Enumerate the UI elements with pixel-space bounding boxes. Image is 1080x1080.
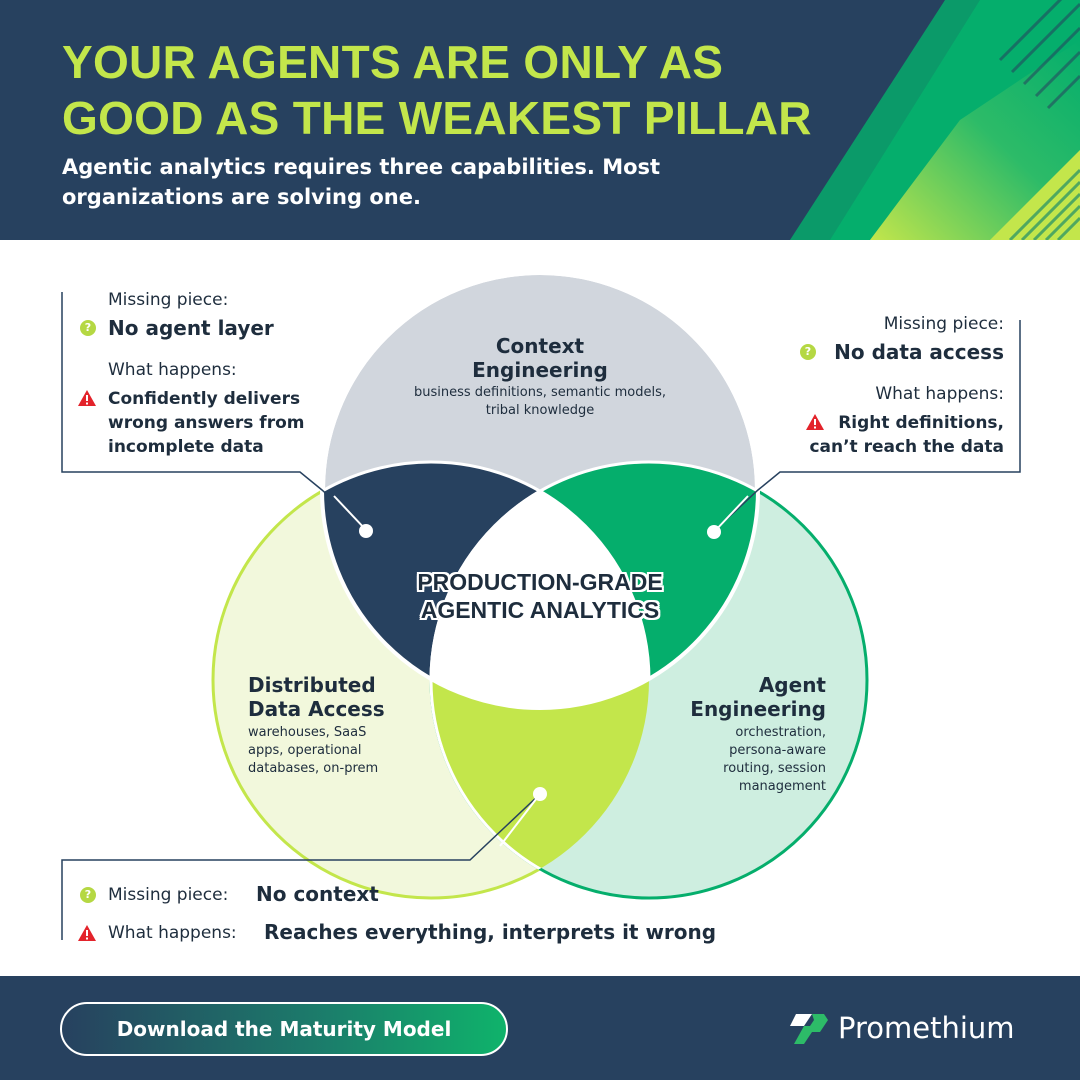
pointer-dot-context-data [359,524,373,538]
tl-happens-line-3: incomplete data [108,437,264,457]
bottom-divider [429,462,649,898]
tr-missing-label: Missing piece: [883,314,1004,334]
warning-triangle-icon [78,390,96,406]
context-title-line-2: Engineering [472,358,608,382]
brand-name: Promethium [838,1011,1015,1045]
pointer-dot-context-agent [707,525,721,539]
title-line-1: YOUR AGENTS ARE ONLY AS [62,36,724,88]
context-desc-line-1: business definitions, semantic models, [413,385,667,400]
page-title: YOUR AGENTS ARE ONLY AS GOOD AS THE WEAK… [62,34,812,146]
agent-engineering-desc: orchestration, persona-aware routing, se… [646,724,826,796]
tl-missing-label: Missing piece: [108,290,229,310]
callout-frame-top-left [61,292,368,532]
tr-happens-line-1: Right definitions, [838,413,1004,433]
overlap-center [431,462,649,708]
bottom-missing-label: Missing piece: [108,885,229,905]
context-title-line-1: Context [495,334,585,358]
download-maturity-model-button[interactable]: Download the Maturity Model [60,1002,508,1056]
tl-happens-line-1: Confidently delivers [108,389,301,409]
bottom-missing-value: No context [256,882,379,906]
data-desc-line-3: databases, on-prem [248,761,379,776]
data-access-title: Distributed Data Access [248,673,448,721]
title-line-2: GOOD AS THE WEAKEST PILLAR [62,92,812,144]
tr-missing-value: No data access [834,340,1004,364]
data-access-desc: warehouses, SaaS apps, operational datab… [248,724,428,778]
pointer-dot-data-agent [533,787,547,801]
tr-happens-label: What happens: [875,384,1004,404]
context-desc: business definitions, semantic models, t… [390,384,690,420]
tl-happens-value: Confidently delivers wrong answers from … [108,387,304,459]
agent-desc-line-4: management [738,779,826,794]
page-subtitle: Agentic analytics requires three capabil… [62,155,661,209]
context-desc-line-2: tribal knowledge [485,403,595,418]
header-banner: YOUR AGENTS ARE ONLY AS GOOD AS THE WEAK… [0,0,1080,240]
question-circle-icon: ? [80,320,96,336]
tl-happens-label: What happens: [108,360,237,380]
center-label-line-2: AGENTIC ANALYTICS [420,597,660,623]
header-stripes-graphic [790,0,1080,240]
pointer-line-bottom [499,793,541,847]
agent-engineering-title: Agent Engineering [626,673,826,721]
data-title-line-1: Distributed [248,673,376,697]
data-title-line-2: Data Access [248,697,385,721]
callout-frame-bottom [61,793,541,940]
question-circle-icon: ? [80,887,96,903]
pointer-line-left [333,495,367,531]
agent-desc-line-1: orchestration, [735,725,826,740]
agent-title-line-1: Agent [758,673,826,697]
center-label-line-1: PRODUCTION-GRADE [417,569,663,595]
agent-desc-line-3: routing, session [723,761,826,776]
center-label: PRODUCTION-GRADE AGENTIC ANALYTICS [380,568,700,624]
question-circle-icon: ? [800,344,816,360]
callout-frame-top-right [713,320,1021,532]
pointer-line-right [713,495,749,533]
warning-triangle-icon [78,925,96,941]
tl-missing-value: No agent layer [108,316,274,340]
brand-logo: Promethium [790,1010,1030,1050]
data-desc-line-1: warehouses, SaaS [248,725,367,740]
bottom-happens-label: What happens: [108,923,237,943]
data-desc-line-2: apps, operational [248,743,362,758]
tr-happens-line-2: can’t reach the data [809,437,1004,457]
venn-diagram [61,272,1021,940]
promethium-logo-icon [790,1014,828,1044]
tl-happens-line-2: wrong answers from [108,413,305,433]
footer-bar: Download the Maturity Model Promethium [0,976,1080,1080]
tr-happens-value: Right definitions, can’t reach the data [784,411,1004,459]
agent-desc-line-2: persona-aware [729,743,826,758]
agent-title-line-2: Engineering [690,697,826,721]
context-title: Context Engineering [440,334,640,382]
bottom-happens-value: Reaches everything, interprets it wrong [264,920,717,944]
warning-triangle-icon [806,414,824,430]
